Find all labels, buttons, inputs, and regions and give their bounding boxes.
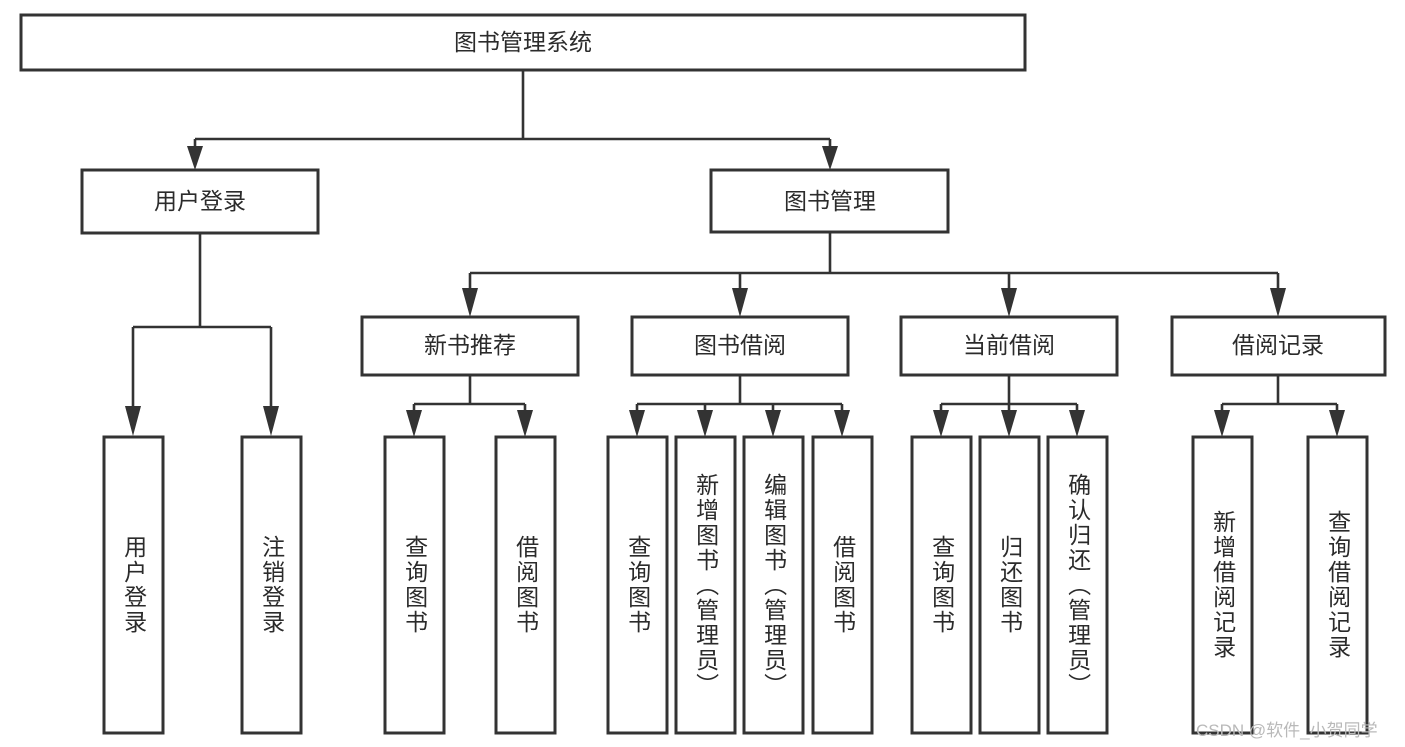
arrow-newbook-leaf-2 <box>517 410 533 437</box>
arrow-current-leaf-1 <box>933 410 949 437</box>
arrow-root-to-login <box>187 146 203 170</box>
node-borrow-record-label: 借阅记录 <box>1232 332 1324 358</box>
leaf-box-book-borrow-3[interactable] <box>742 435 805 735</box>
leaf-box-borrow-record-2[interactable] <box>1306 435 1369 735</box>
node-current-borrow-label: 当前借阅 <box>963 332 1055 358</box>
node-book-borrow[interactable]: 图书借阅 <box>630 315 850 377</box>
arrow-bm-to-newbook <box>462 288 478 317</box>
arrow-borrow-leaf-1 <box>629 410 645 437</box>
leaf-box-current-borrow-2[interactable] <box>978 435 1041 735</box>
node-borrow-record[interactable]: 借阅记录 <box>1170 315 1387 377</box>
arrow-current-leaf-3 <box>1069 410 1085 437</box>
arrow-borrow-leaf-2 <box>697 410 713 437</box>
arrow-record-leaf-1 <box>1214 410 1230 437</box>
arrow-root-to-bookmgmt <box>822 146 838 170</box>
arrow-newbook-leaf-1 <box>406 410 422 437</box>
arrow-bm-to-borrow <box>732 288 748 317</box>
node-current-borrow-box[interactable] <box>899 315 1119 377</box>
leaf-box-new-book-2[interactable] <box>494 435 557 735</box>
node-borrow-record-box[interactable] <box>1170 315 1387 377</box>
node-book-borrow-label: 图书借阅 <box>694 332 786 358</box>
leaf-box-new-book-1[interactable] <box>383 435 446 735</box>
node-user-login[interactable]: 用户登录 <box>80 168 320 235</box>
arrow-borrow-leaf-3 <box>765 410 781 437</box>
arrow-bm-to-record <box>1270 288 1286 317</box>
node-new-book-recommend[interactable]: 新书推荐 <box>360 315 580 377</box>
arrow-current-leaf-2 <box>1001 410 1017 437</box>
leaf-box-book-borrow-1[interactable] <box>606 435 669 735</box>
node-new-book-recommend-box[interactable] <box>360 315 580 377</box>
leaf-box-book-borrow-4[interactable] <box>811 435 874 735</box>
arrow-login-leaf-1 <box>125 406 141 436</box>
arrow-login-leaf-2 <box>263 406 279 436</box>
node-new-book-recommend-label: 新书推荐 <box>424 332 516 358</box>
leaf-box-current-borrow-3[interactable] <box>1046 435 1109 735</box>
leaf-box-user-login-2[interactable] <box>240 435 303 735</box>
node-book-management-box[interactable] <box>709 168 950 234</box>
leaf-box-book-borrow-2[interactable] <box>674 435 737 735</box>
leaf-box-user-login-1[interactable] <box>102 435 165 735</box>
leaf-box-borrow-record-1[interactable] <box>1191 435 1254 735</box>
node-user-login-box[interactable] <box>80 168 320 235</box>
arrow-borrow-leaf-4 <box>834 410 850 437</box>
leaf-box-group <box>102 435 1369 735</box>
node-root-box[interactable] <box>19 13 1027 72</box>
leaf-box-current-borrow-1[interactable] <box>910 435 973 735</box>
node-book-management-label: 图书管理 <box>784 188 876 214</box>
connector-group <box>125 70 1345 437</box>
arrow-bm-to-current <box>1001 288 1017 317</box>
node-current-borrow[interactable]: 当前借阅 <box>899 315 1119 377</box>
node-book-borrow-box[interactable] <box>630 315 850 377</box>
csdn-watermark: CSDN @软件_小贺同学 <box>1196 721 1378 740</box>
node-root-label: 图书管理系统 <box>454 29 592 55</box>
node-book-management[interactable]: 图书管理 <box>709 168 950 234</box>
node-user-login-label: 用户登录 <box>154 188 246 214</box>
arrow-record-leaf-2 <box>1329 410 1345 437</box>
node-root[interactable]: 图书管理系统 <box>19 13 1027 72</box>
